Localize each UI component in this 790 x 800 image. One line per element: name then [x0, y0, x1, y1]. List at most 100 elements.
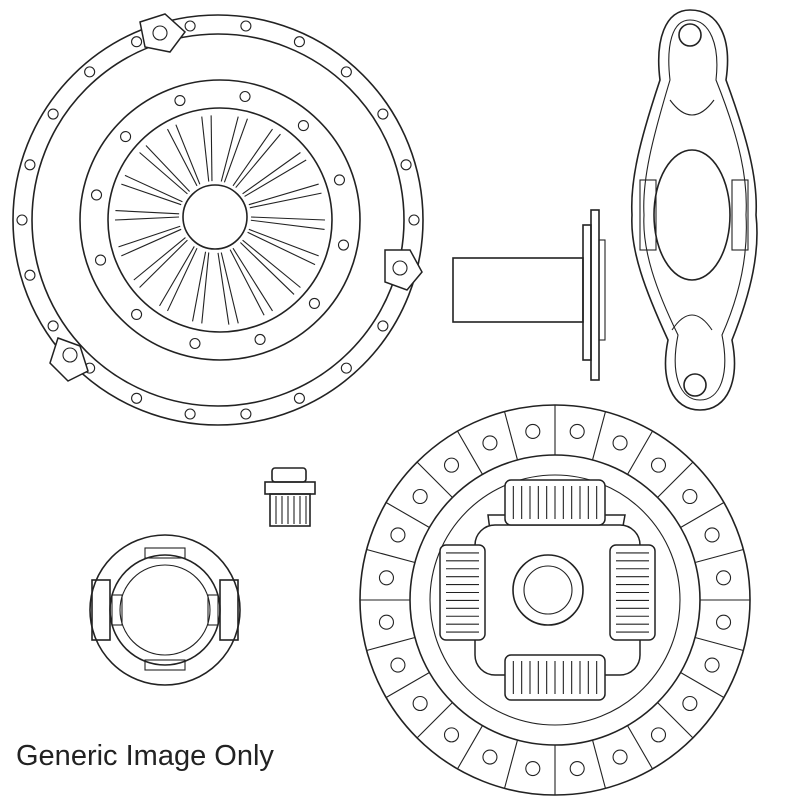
friction-segment-divider: [366, 548, 416, 564]
pilot-bearing: [264, 467, 316, 527]
damper-spring: [439, 544, 486, 641]
rim-hole: [184, 20, 196, 32]
rim-hole: [408, 214, 420, 226]
rivet-hole: [390, 527, 406, 543]
diaphragm-finger: [232, 128, 273, 187]
diaphragm-finger: [121, 183, 182, 206]
friction-segment-divider: [657, 461, 694, 498]
diaphragm-finger: [167, 128, 198, 187]
diaphragm-finger: [124, 174, 183, 203]
rivet-hole: [412, 695, 428, 712]
mounting-lug: [139, 13, 187, 53]
rim-hole: [240, 408, 252, 420]
pressure-plate: [12, 13, 424, 426]
damper-spring: [504, 479, 606, 526]
diaphragm-finger: [223, 118, 248, 183]
rivet-hole: [650, 457, 667, 473]
splined-hub: [512, 554, 584, 626]
rivet-hole: [443, 457, 460, 473]
rim-hole: [84, 66, 96, 78]
diaphragm-finger: [249, 192, 322, 209]
rim-hole: [293, 392, 305, 404]
rivet-hole: [378, 614, 395, 630]
diaphragm-finger: [232, 247, 273, 312]
release-fork: [630, 9, 758, 411]
rivet-hole: [612, 749, 628, 765]
friction-segment-divider: [680, 672, 725, 698]
cover-hole: [131, 308, 143, 320]
pressure-plate-outer-rim: [12, 14, 424, 426]
cover-hole: [94, 254, 107, 266]
friction-segment-divider: [503, 411, 519, 461]
rim-hole: [184, 408, 196, 420]
friction-segment-divider: [627, 430, 653, 475]
friction-segment-divider: [591, 739, 607, 789]
diaphragm-finger: [250, 216, 326, 221]
rim-hole: [293, 36, 305, 48]
diaphragm-finger: [248, 183, 319, 206]
diaphragm-finger: [220, 252, 239, 324]
diaphragm-finger: [210, 115, 213, 182]
rivet-hole: [569, 423, 585, 440]
diaphragm-finger: [118, 225, 181, 248]
friction-segment-divider: [657, 702, 694, 739]
rim-hole: [47, 108, 59, 120]
mounting-lug: [49, 337, 89, 382]
diaphragm-finger: [220, 116, 239, 182]
pressure-plate-rim-inner: [31, 33, 405, 407]
diaphragm-finger: [242, 239, 301, 288]
rim-hole: [47, 320, 59, 332]
pressure-plate-cover: [79, 79, 361, 361]
rivet-hole: [704, 657, 720, 673]
rivet-hole: [378, 570, 395, 586]
rivet-hole: [525, 423, 541, 440]
diaphragm-finger: [145, 145, 191, 192]
friction-segment-divider: [503, 739, 519, 789]
cover-hole: [337, 239, 350, 251]
cover-hole: [333, 174, 346, 186]
rivet-hole: [569, 760, 585, 777]
diaphragm-finger: [248, 228, 319, 257]
diaphragm-finger: [235, 133, 281, 188]
rivet-hole: [482, 749, 498, 765]
rivet-hole: [715, 614, 732, 630]
cover-hole: [308, 297, 320, 309]
diaphragm-finger: [114, 216, 180, 221]
rim-hole: [16, 214, 28, 226]
friction-segment-divider: [694, 636, 744, 652]
diaphragm-finger: [217, 252, 230, 325]
diaphragm-finger: [133, 237, 186, 281]
diaphragm-finger: [240, 242, 295, 295]
diaphragm-finger: [201, 252, 210, 324]
friction-segment-divider: [416, 461, 453, 498]
friction-segment-divider: [680, 502, 725, 528]
diaphragm-finger: [139, 239, 188, 288]
friction-segment-divider: [627, 725, 653, 770]
diaphragm-finger: [121, 228, 182, 257]
diaphragm-finger: [167, 247, 198, 312]
diaphragm-finger: [242, 152, 301, 195]
friction-segment-divider: [366, 636, 416, 652]
diaphragm-finger: [159, 246, 195, 307]
cover-hole: [174, 94, 186, 107]
diaphragm-finger: [139, 152, 188, 195]
friction-segment-divider: [457, 725, 483, 770]
release-bearing-guide-tube: [452, 209, 606, 381]
diaphragm-finger: [244, 159, 307, 197]
cover-hole: [239, 90, 251, 103]
center-hole: [182, 184, 248, 250]
friction-segment-divider: [457, 430, 483, 475]
rivet-hole: [525, 760, 541, 777]
rivet-hole: [682, 695, 698, 712]
rim-hole: [340, 362, 352, 374]
diaphragm-finger: [247, 231, 316, 266]
diaphragm-finger: [192, 251, 207, 322]
cover-hole: [189, 337, 201, 350]
cover-hole: [297, 120, 309, 132]
rivet-hole: [682, 488, 698, 505]
cover-hole: [120, 131, 132, 143]
friction-segment-divider: [416, 702, 453, 739]
mounting-lug: [384, 249, 423, 291]
diaphragm-finger: [250, 219, 325, 230]
